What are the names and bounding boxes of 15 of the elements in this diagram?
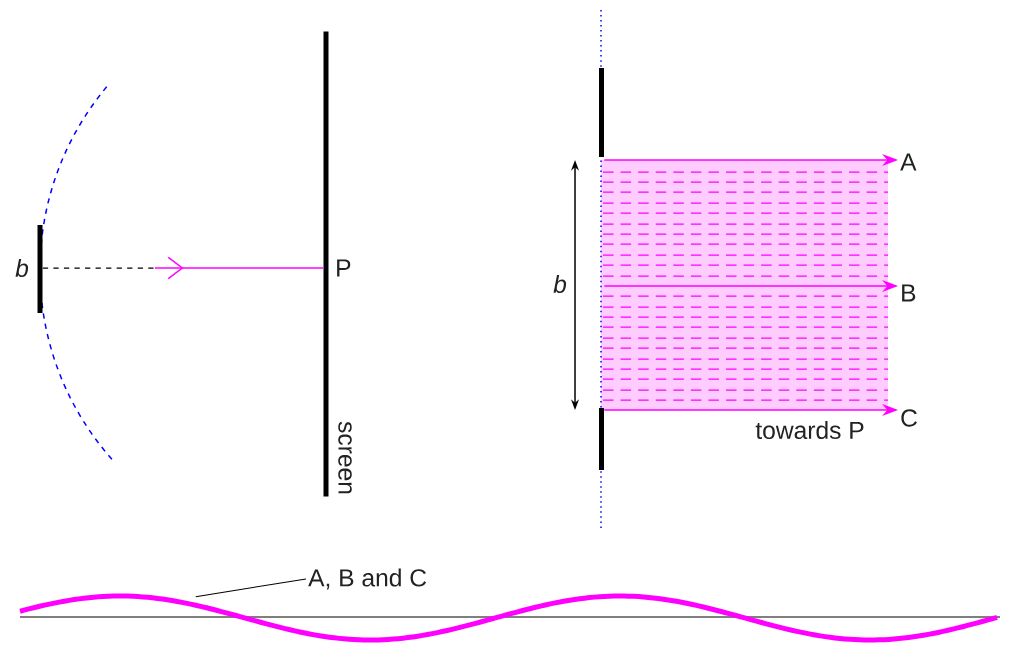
point-label: b [15,258,29,278]
wave-curve [19,593,998,643]
leader-line [195,578,307,598]
slit-drawing [599,9,604,531]
screen-bar [323,31,329,497]
point-label: B [902,284,916,302]
dimension-label: b [553,274,567,294]
slit-bar [37,225,43,313]
point-label: A [900,153,917,171]
light-ray [42,256,324,280]
point-label: P [337,259,351,277]
point-label: A, B and C [308,568,427,590]
point-label: screen [338,421,352,494]
point-label: C [901,409,917,427]
edge-label: towards P [753,419,867,441]
